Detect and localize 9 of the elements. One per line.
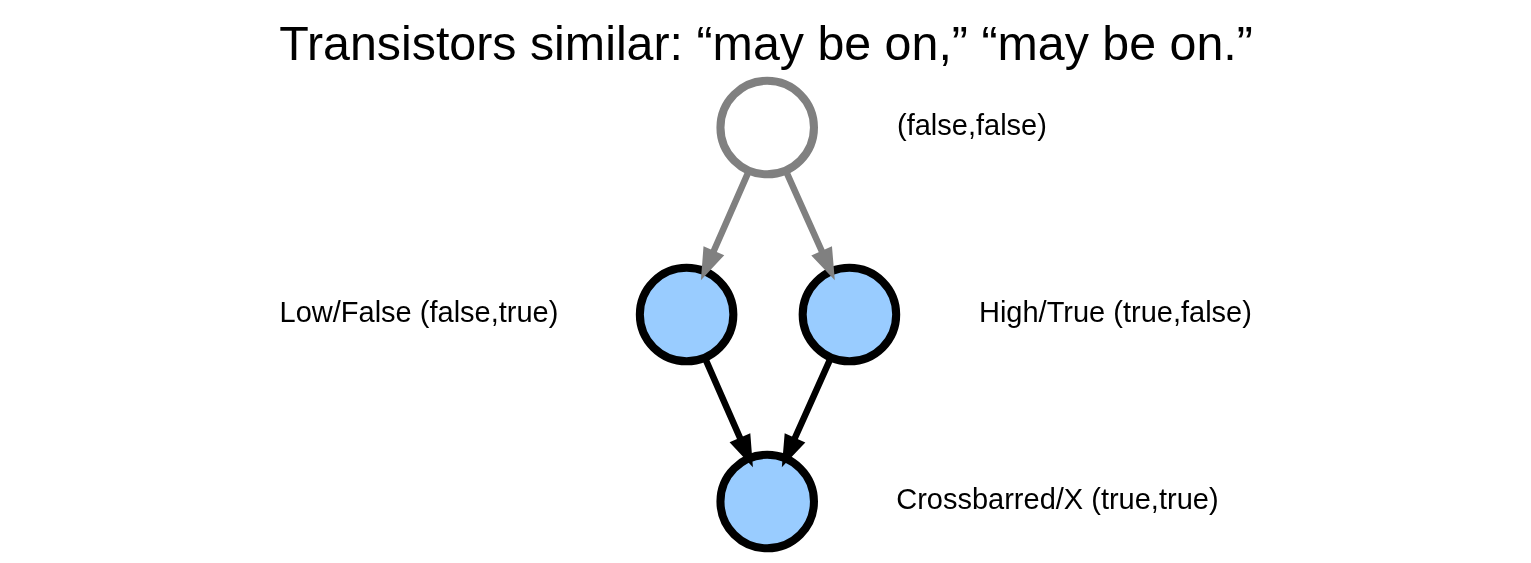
node-label: Low/False (false,true) (279, 295, 558, 328)
node-circle (715, 450, 818, 553)
node-circle (635, 263, 737, 366)
node-label: Crossbarred/X (true,true) (895, 482, 1219, 515)
node-label: High/True (true,false) (978, 295, 1252, 328)
node-circle (798, 263, 900, 366)
diagram-title: Transistors similar: “may be on,” “may be on.” (278, 15, 1253, 70)
node-label: (false,false) (896, 108, 1047, 141)
node-circle (715, 76, 818, 179)
